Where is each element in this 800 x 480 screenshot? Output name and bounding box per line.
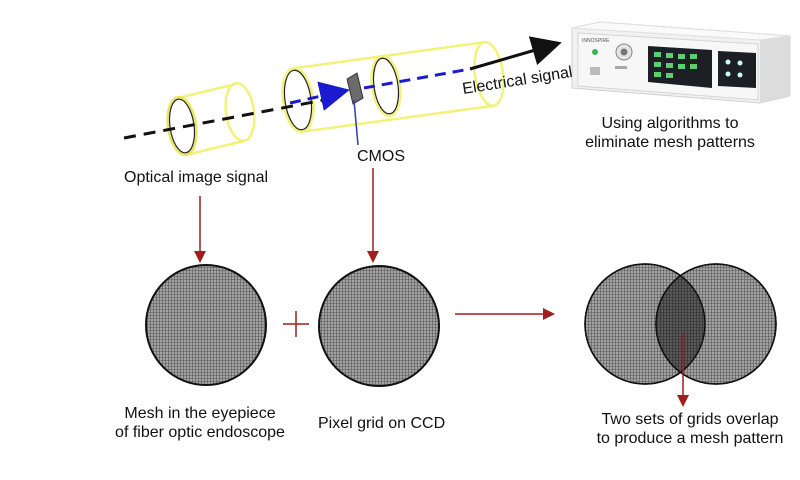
label-mesh-eyepiece: Mesh in the eyepiece of fiber optic endo…: [100, 404, 300, 442]
overlap-circles: [584, 263, 777, 385]
label-optical-image-signal: Optical image signal: [124, 169, 269, 186]
label-mesh-eyepiece-line-2: of fiber optic endoscope: [115, 424, 285, 441]
label-mesh-eyepiece-line-1: Mesh in the eyepiece: [124, 405, 276, 422]
electrical-signal-path: [363, 67, 471, 90]
optical-signal-path: [123, 95, 341, 140]
endoscope-processor-icon: INNOSPIRE: [571, 21, 791, 104]
device-brand-text: INNOSPIRE: [582, 38, 610, 44]
label-cmos: CMOS: [357, 148, 405, 165]
mesh-circle-eyepiece: [145, 264, 267, 386]
label-algorithms-line-2: eliminate mesh patterns: [585, 134, 755, 151]
fiber-tube-left: [166, 81, 256, 157]
mesh-circle-pixel-grid: [318, 265, 440, 387]
label-overlap-line-2: to produce a mesh pattern: [596, 430, 784, 447]
electrical-signal-path-black: [469, 36, 562, 71]
cmos-chip: [346, 72, 364, 146]
label-algorithms-line-1: Using algorithms to: [601, 115, 739, 132]
label-overlap-line-1: Two sets of grids overlap: [601, 411, 779, 428]
label-pixel-grid: Pixel grid on CCD: [318, 415, 446, 432]
label-algorithms: Using algorithms to eliminate mesh patte…: [555, 114, 785, 152]
plus-icon: [283, 311, 309, 337]
label-overlap: Two sets of grids overlap to produce a m…: [570, 410, 800, 448]
electrical-signal-path-blue: [289, 81, 350, 111]
